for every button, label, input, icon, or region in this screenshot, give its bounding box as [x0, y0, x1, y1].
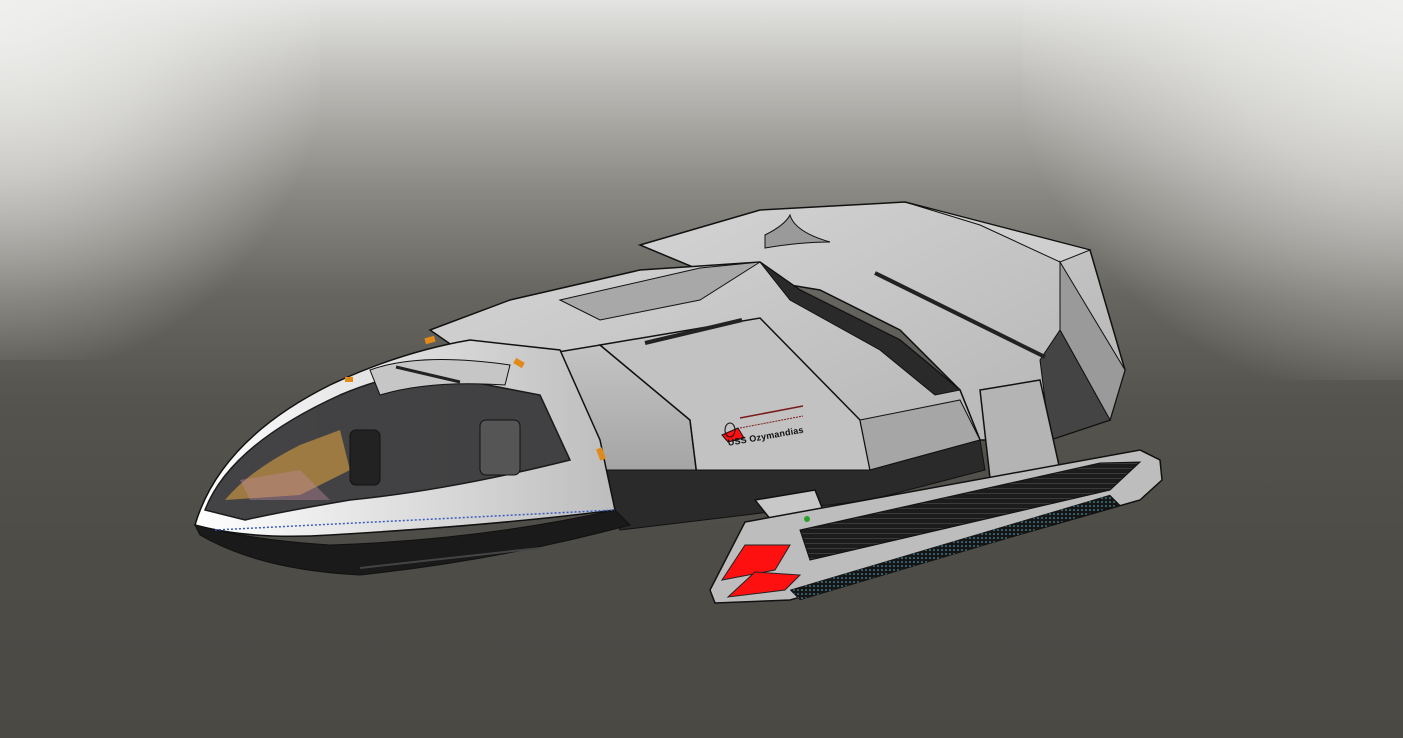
background-highlight-left	[0, 0, 320, 360]
warp-nacelle	[709, 449, 1163, 604]
marker-lights	[345, 335, 606, 461]
rear-engine-block	[637, 201, 1126, 479]
cockpit-section	[194, 339, 631, 576]
hull-insignia	[721, 405, 804, 443]
